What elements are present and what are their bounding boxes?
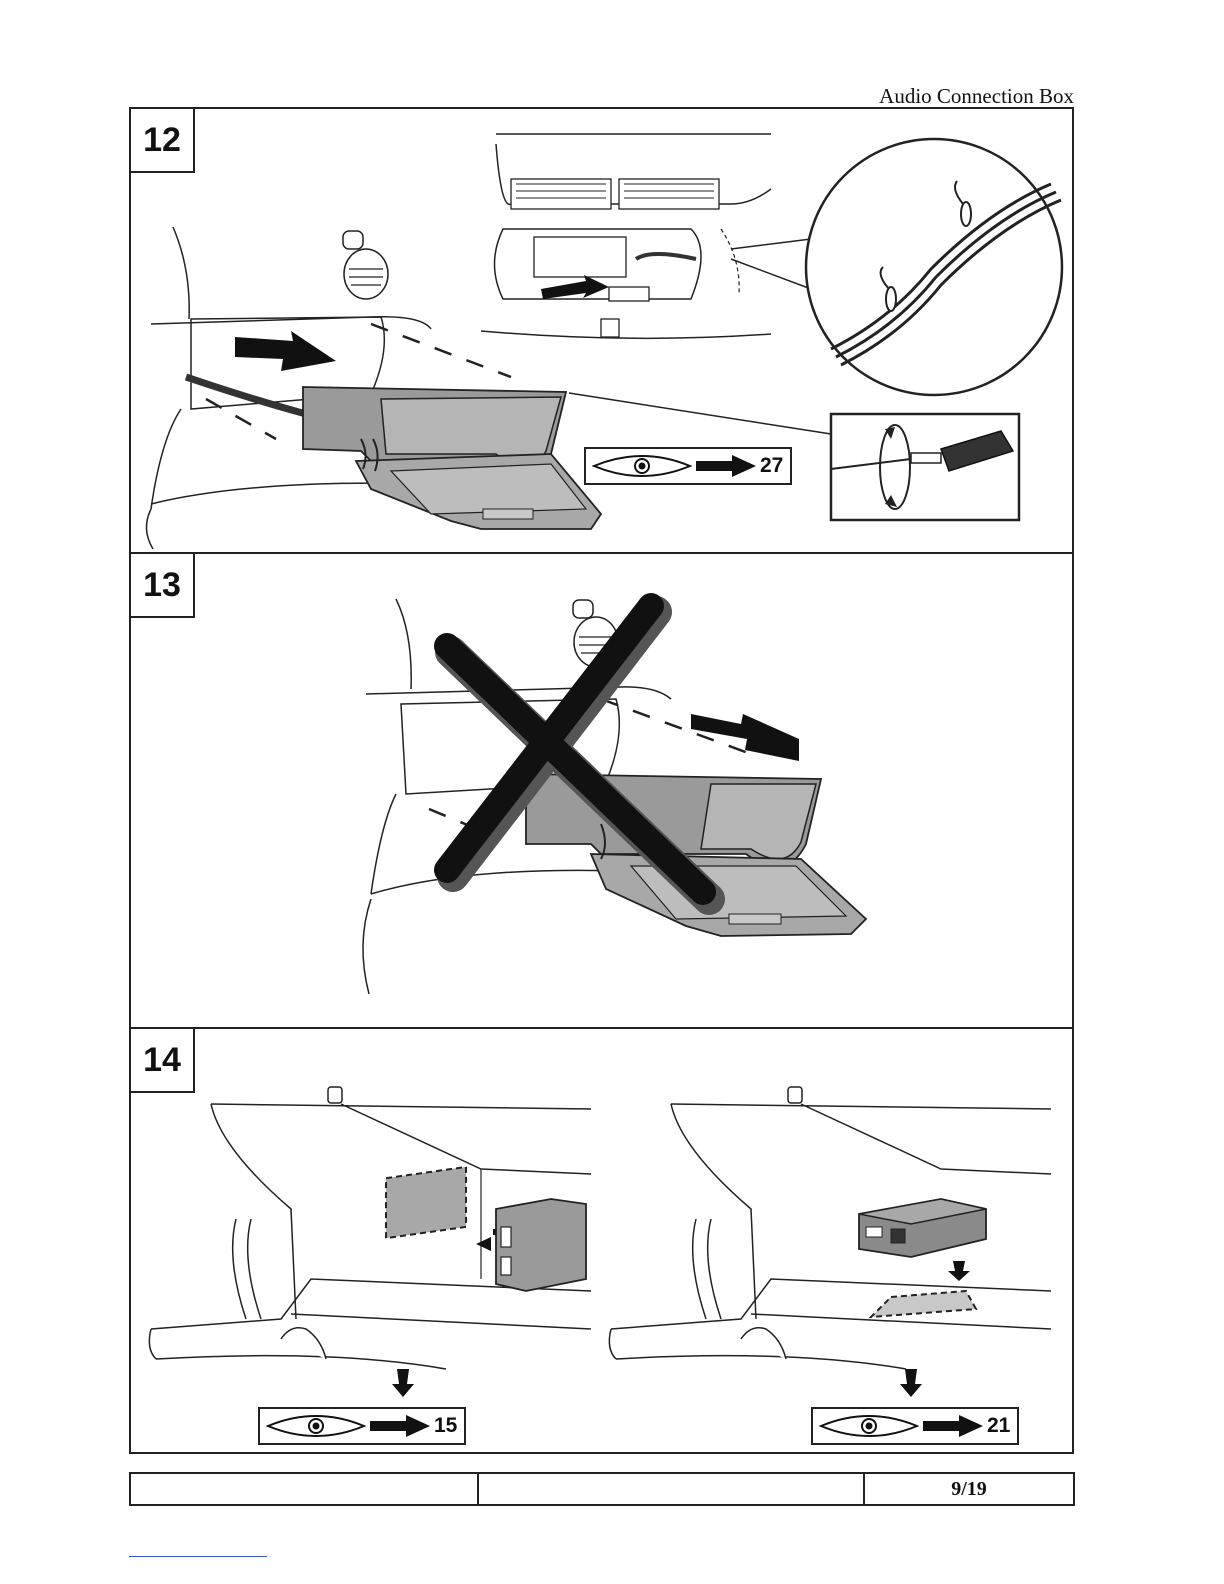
footer-cell-middle (479, 1474, 865, 1504)
step-14-panel: 14 (131, 1029, 1072, 1454)
reference-step-27[interactable]: 27 (584, 447, 792, 485)
step-12-panel: 12 (131, 109, 1072, 554)
footer-link-line[interactable] (129, 1556, 267, 1557)
footer-table: 9/19 (129, 1472, 1075, 1506)
step-13-illustration (131, 554, 1072, 1029)
page-number: 9/19 (865, 1474, 1073, 1504)
arrow-right-icon (370, 1415, 430, 1437)
instruction-frame: 12 (129, 107, 1074, 1454)
step-number: 13 (131, 554, 195, 618)
arrow-right-icon (923, 1415, 983, 1437)
eye-icon (819, 1414, 919, 1438)
reference-number: 21 (987, 1414, 1010, 1438)
arrow-right-icon (696, 455, 756, 477)
step-12-illustration (131, 109, 1072, 554)
eye-icon (266, 1414, 366, 1438)
reference-number: 27 (760, 454, 783, 478)
step-number: 14 (131, 1029, 195, 1093)
reference-step-21[interactable]: 21 (811, 1407, 1019, 1445)
step-13-panel: 13 (131, 554, 1072, 1029)
step-number: 12 (131, 109, 195, 173)
reference-number: 15 (434, 1414, 457, 1438)
reference-step-15[interactable]: 15 (258, 1407, 466, 1445)
document-title: Audio Connection Box (879, 84, 1074, 109)
step-14-illustration (131, 1029, 1072, 1454)
eye-icon (592, 454, 692, 478)
footer-cell-left (131, 1474, 479, 1504)
